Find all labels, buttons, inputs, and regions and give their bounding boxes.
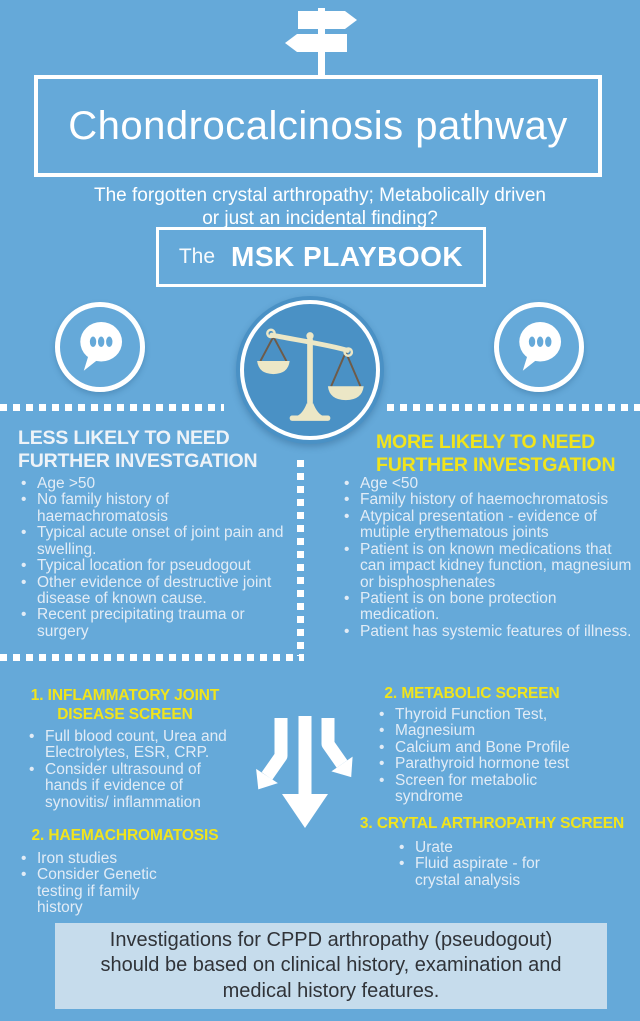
page-title: Chondrocalcinosis pathway [68,103,568,148]
list-item: Magnesium [378,722,583,740]
section-title-inflammatory: 1. INFLAMMATORY JOINT DISEASE SCREEN [30,687,220,724]
brand-prefix: The [178,245,216,268]
section-title-haemachromatosis: 2. HAEMACHROMATOSIS [31,827,219,844]
subtitle-line-1: The forgotten crystal arthropathy; Metab… [94,185,546,206]
section-title-crystal: 3. CRYTAL ARTHROPATHY SCREEN [359,815,625,832]
section-title-metabolic: 2. METABOLIC SCREEN [384,685,560,702]
right-badge-circle [494,302,584,392]
speech-bubble-icon [80,322,123,371]
less-likely-list: Age >50No family history of haemachromat… [20,475,288,640]
list-item: Age <50 [343,475,635,493]
list-item: Iron studies [20,850,180,868]
list-item: No family history of haemachromatosis [20,492,288,525]
list-item: Typical acute onset of joint pain and sw… [20,525,288,558]
metabolic-list: Thyroid Function Test,MagnesiumCalcium a… [378,706,583,806]
dotted-divider-horizontal [387,404,640,411]
dotted-divider-horizontal [0,654,304,661]
list-item: Consider ultrasound of hands if evidence… [28,761,233,811]
speech-bubble-icon [519,322,562,371]
inflammatory-list: Full blood count, Urea and Electrolytes,… [28,728,233,811]
subtitle-line-2: or just an incidental finding? [202,207,438,229]
heading-less-likely: LESS LIKELY TO NEED FURTHER INVESTGATION [18,427,278,472]
list-item: Screen for metabolic syndrome [378,772,583,806]
more-likely-list: Age <50Family history of haemochromatosi… [343,475,635,641]
split-arrows-icon [256,716,353,828]
list-item: Full blood count, Urea and Electrolytes,… [28,728,233,762]
list-item: Patient is on bone protection medication… [343,590,635,624]
title-box: Chondrocalcinosis pathway [34,75,602,177]
list-item: Fluid aspirate - for crystal analysis [398,856,583,889]
left-badge-circle [55,302,145,392]
footer-note-box: Investigations for CPPD arthropathy (pse… [55,923,607,1009]
center-badge-circle [236,296,384,444]
list-item: Consider Genetic testing if family histo… [20,867,180,916]
list-item: Atypical presentation - evidence of muti… [343,508,635,542]
heading-less-line1: LESS LIKELY TO NEED [18,427,230,449]
crystal-list: UrateFluid aspirate - for crystal analys… [398,839,583,889]
balance-scale-icon [257,328,364,421]
list-item: Parathyroid hormone test [378,755,583,773]
list-item: Family history of haemochromatosis [343,491,635,509]
heading-more-line2: FURTHER INVESTGATION [376,453,616,476]
list-item: Calcium and Bone Profile [378,739,583,757]
signpost-icon [285,8,357,76]
heading-less-line2: FURTHER INVESTGATION [18,449,258,472]
haemachromatosis-list: Iron studiesConsider Genetic testing if … [20,850,180,917]
dotted-divider-vertical [297,460,304,656]
brand-box: The MSK PLAYBOOK [156,227,486,287]
list-item: Patient has systemic features of illness… [343,623,635,641]
subtitle: The forgotten crystal arthropathy; Metab… [70,185,570,231]
dotted-divider-horizontal [0,404,224,411]
list-item: Thyroid Function Test, [378,706,583,724]
list-item: Other evidence of destructive joint dise… [20,574,288,608]
brand-name: MSK PLAYBOOK [231,241,464,272]
heading-more-line1: MORE LIKELY TO NEED [376,431,596,453]
list-item: Patient is on known medications that can… [343,541,635,591]
list-item: Age >50 [20,475,288,493]
list-item: Typical location for pseudogout [20,557,288,575]
list-item: Urate [398,839,583,857]
footer-note-text: Investigations for CPPD arthropathy (pse… [100,928,562,1002]
heading-more-likely: MORE LIKELY TO NEED FURTHER INVESTGATION [376,431,636,476]
list-item: Recent precipitating trauma or surgery [20,607,288,640]
